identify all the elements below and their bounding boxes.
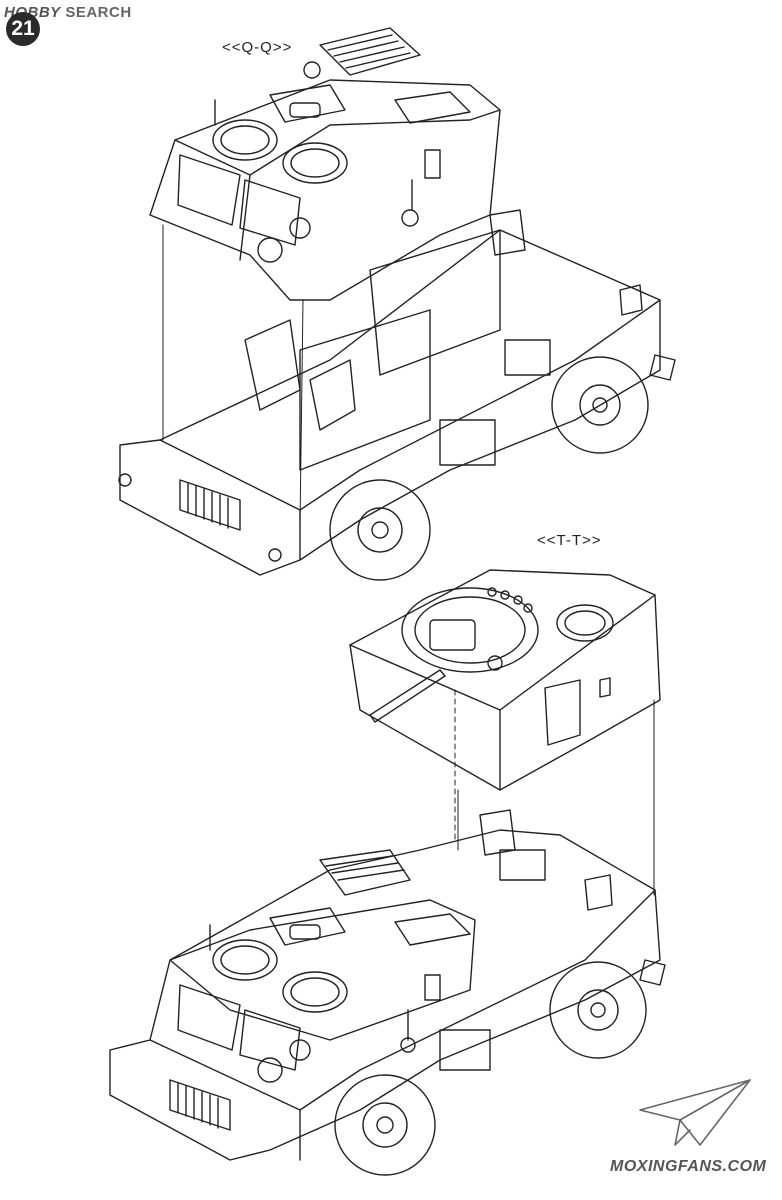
turret-roof-part xyxy=(350,570,660,790)
assembly-guide-lines xyxy=(163,225,303,525)
cab-roof-part xyxy=(150,28,500,300)
step-number-badge: 21 xyxy=(6,12,40,46)
vehicle-chassis-top xyxy=(119,210,675,580)
vehicle-completed xyxy=(110,810,665,1175)
view-label-tt: <<T-T>> xyxy=(537,532,602,549)
view-label-qq: <<Q-Q>> xyxy=(222,39,293,56)
brand-search-text: SEARCH xyxy=(65,4,132,21)
site-watermark: MOXINGFANS.COM xyxy=(610,1158,767,1175)
paper-plane-logo xyxy=(640,1080,750,1145)
